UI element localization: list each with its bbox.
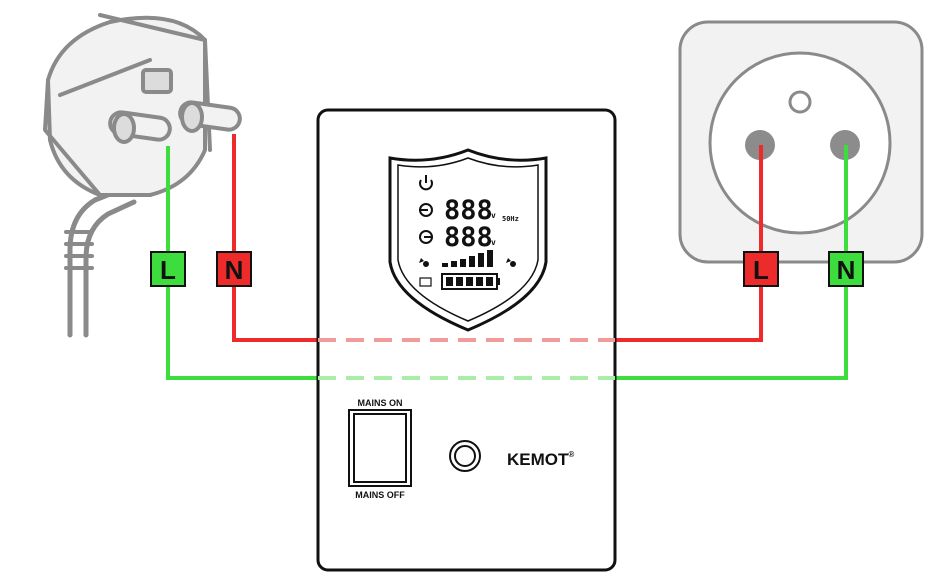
right-neutral-text: N bbox=[837, 255, 856, 285]
left-live-label: L bbox=[150, 251, 186, 287]
round-button[interactable] bbox=[449, 440, 481, 472]
fan-icon bbox=[419, 258, 429, 267]
input-icon bbox=[419, 203, 433, 217]
signal-bars-icon bbox=[442, 250, 493, 267]
frequency-readout: 50Hz bbox=[502, 215, 519, 223]
socket-icon bbox=[678, 20, 924, 264]
input-voltage-unit: v bbox=[491, 211, 496, 220]
brand-logo: KEMOT® bbox=[507, 450, 574, 469]
left-neutral-text: N bbox=[225, 255, 244, 285]
power-icon bbox=[419, 175, 433, 191]
right-neutral-label: N bbox=[828, 251, 864, 287]
input-voltage-digits: 888 bbox=[444, 195, 493, 226]
right-live-label: L bbox=[743, 251, 779, 287]
plug-icon bbox=[43, 13, 242, 338]
battery-icon bbox=[419, 273, 500, 290]
mains-off-label: MAINS OFF bbox=[355, 490, 405, 500]
left-neutral-label: N bbox=[216, 251, 252, 287]
right-live-text: L bbox=[753, 255, 769, 285]
output-voltage-digits: 888 bbox=[444, 222, 493, 253]
brand-mark: ® bbox=[568, 450, 574, 459]
left-live-text: L bbox=[160, 255, 176, 285]
brand-name: KEMOT bbox=[507, 450, 569, 469]
fan-icon-right bbox=[506, 258, 516, 267]
output-voltage-unit: v bbox=[491, 238, 496, 247]
lcd-display: 888 v 50Hz 888 v bbox=[388, 148, 548, 332]
mains-switch[interactable]: MAINS ON MAINS OFF bbox=[348, 398, 412, 500]
mains-on-label: MAINS ON bbox=[358, 398, 403, 408]
output-icon bbox=[419, 230, 433, 244]
